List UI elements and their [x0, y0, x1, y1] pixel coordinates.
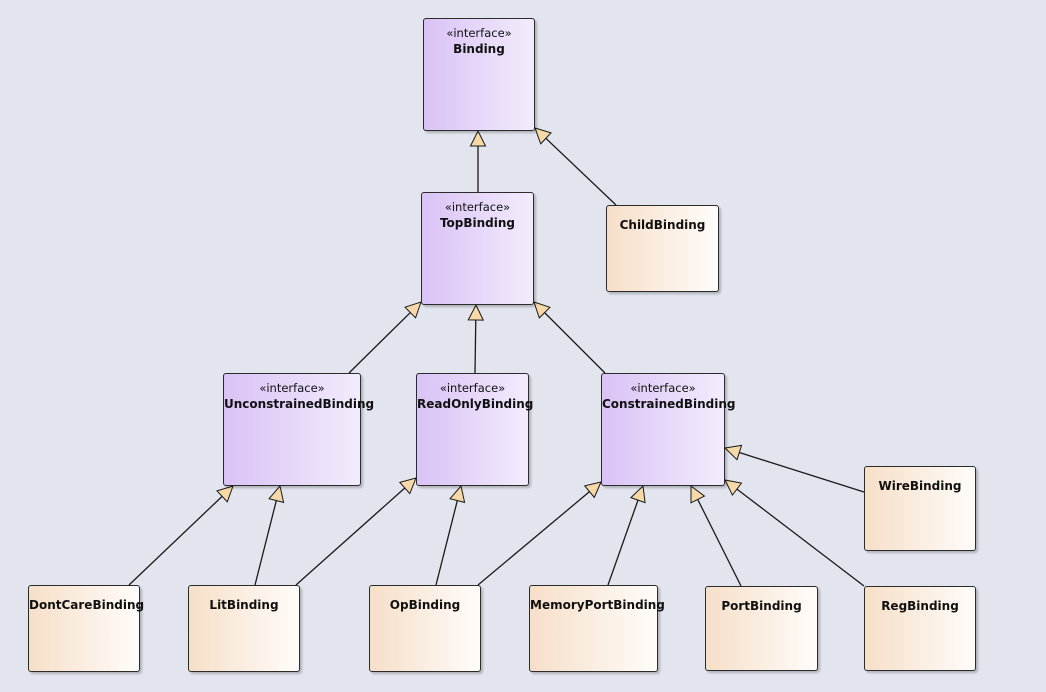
- generalization-arrowhead: [629, 484, 646, 504]
- edge-line: [435, 500, 458, 586]
- generalization-arrowhead: [467, 303, 485, 321]
- generalization-unconstrained-to-topbinding[interactable]: [348, 301, 422, 374]
- generalization-litbinding-to-readonly[interactable]: [295, 477, 417, 586]
- interface-readonlybinding[interactable]: «interface» ReadOnlyBinding: [416, 373, 534, 486]
- generalization-arrowhead: [723, 444, 743, 461]
- class-name: ReadOnlyBinding: [417, 397, 534, 411]
- class-name: RegBinding: [881, 599, 959, 613]
- class-name: Binding: [453, 42, 505, 56]
- class-childbinding[interactable]: ChildBinding: [606, 205, 719, 292]
- edge-line: [348, 312, 411, 374]
- generalization-opbinding-to-constrained[interactable]: [477, 481, 602, 586]
- generalization-wirebinding-to-constrained[interactable]: [723, 444, 865, 493]
- interface-unconstrainedbinding[interactable]: «interface» UnconstrainedBinding: [223, 373, 375, 486]
- edge-line: [474, 319, 477, 374]
- edge-line: [697, 499, 742, 587]
- generalization-regbinding-to-constrained[interactable]: [724, 479, 865, 587]
- generalization-portbinding-to-constrained[interactable]: [690, 484, 742, 587]
- edge-line: [544, 312, 606, 374]
- interface-binding[interactable]: «interface» Binding: [423, 18, 535, 131]
- edge-line: [477, 491, 590, 586]
- interface-topbinding[interactable]: «interface» TopBinding: [421, 192, 534, 305]
- stereotype-label: «interface»: [439, 381, 506, 395]
- class-litbinding[interactable]: LitBinding: [188, 585, 300, 672]
- edge-line: [739, 451, 865, 493]
- class-name: MemoryPortBinding: [530, 598, 665, 612]
- generalization-topbinding-to-binding[interactable]: [469, 129, 487, 192]
- stereotype-label: «interface»: [444, 200, 511, 214]
- generalization-childbinding-to-binding[interactable]: [534, 127, 617, 206]
- class-name: ConstrainedBinding: [602, 397, 736, 411]
- class-name: LitBinding: [209, 598, 279, 612]
- class-opbinding[interactable]: OpBinding: [369, 585, 481, 672]
- class-name: OpBinding: [389, 598, 461, 612]
- stereotype-label: «interface»: [630, 381, 696, 395]
- generalization-arrowhead: [533, 301, 551, 319]
- generalization-arrowhead: [469, 129, 487, 147]
- class-dontcarebinding[interactable]: DontCareBinding: [28, 585, 145, 672]
- class-portbinding[interactable]: PortBinding: [705, 586, 818, 671]
- generalization-constrained-to-topbinding[interactable]: [533, 301, 606, 374]
- generalization-memoryport-to-constrained[interactable]: [607, 484, 646, 586]
- class-wirebinding[interactable]: WireBinding: [864, 466, 976, 551]
- generalization-readonly-to-topbinding[interactable]: [467, 303, 485, 374]
- generalization-arrowhead: [216, 485, 234, 503]
- class-name: UnconstrainedBinding: [224, 397, 375, 411]
- generalization-dontcare-to-unconstrained[interactable]: [128, 485, 234, 586]
- edge-line: [128, 495, 223, 586]
- edge-line: [545, 137, 617, 206]
- generalization-arrowhead: [724, 479, 743, 497]
- generalization-opbinding-to-readonly[interactable]: [435, 484, 466, 586]
- class-regbinding[interactable]: RegBinding: [864, 586, 976, 671]
- generalization-litbinding-to-unconstrained[interactable]: [254, 484, 285, 586]
- class-memoryportbinding[interactable]: MemoryPortBinding: [529, 585, 665, 672]
- generalization-arrowhead: [583, 481, 602, 499]
- class-name: PortBinding: [721, 599, 802, 613]
- interface-constrainedbinding[interactable]: «interface» ConstrainedBinding: [601, 373, 736, 486]
- edge-line: [607, 499, 639, 586]
- class-name: ChildBinding: [619, 218, 706, 232]
- generalization-arrowhead: [398, 477, 417, 495]
- generalization-arrowhead: [449, 484, 466, 504]
- stereotype-label: «interface»: [259, 381, 325, 395]
- generalization-arrowhead: [690, 484, 706, 504]
- edge-line: [295, 487, 406, 586]
- generalization-arrowhead: [268, 484, 285, 504]
- class-name: WireBinding: [878, 479, 962, 493]
- generalization-arrowhead: [404, 301, 422, 319]
- class-name: TopBinding: [439, 216, 516, 230]
- edge-line: [736, 488, 865, 587]
- generalization-arrowhead: [534, 127, 552, 145]
- stereotype-label: «interface»: [446, 26, 512, 40]
- class-name: DontCareBinding: [29, 598, 145, 612]
- edge-line: [254, 500, 277, 586]
